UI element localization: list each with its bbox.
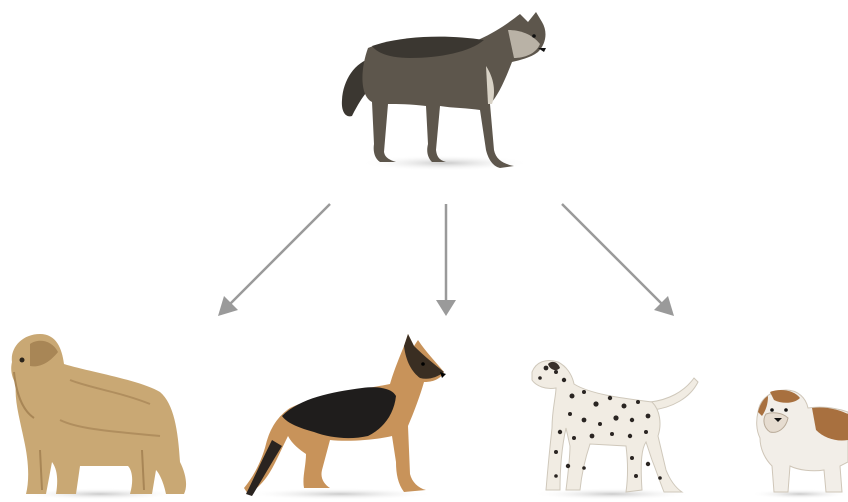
arrow-to-briard bbox=[218, 203, 331, 316]
wolf-icon bbox=[341, 12, 546, 171]
dalmatian-dog-icon bbox=[531, 359, 699, 500]
german-shepherd-dog-icon bbox=[244, 334, 446, 500]
arrow-to-dalmatian bbox=[561, 203, 674, 316]
arrow-to-german-shepherd bbox=[436, 204, 456, 316]
briard-dog-icon bbox=[11, 334, 187, 500]
bulldog-icon bbox=[750, 389, 848, 499]
